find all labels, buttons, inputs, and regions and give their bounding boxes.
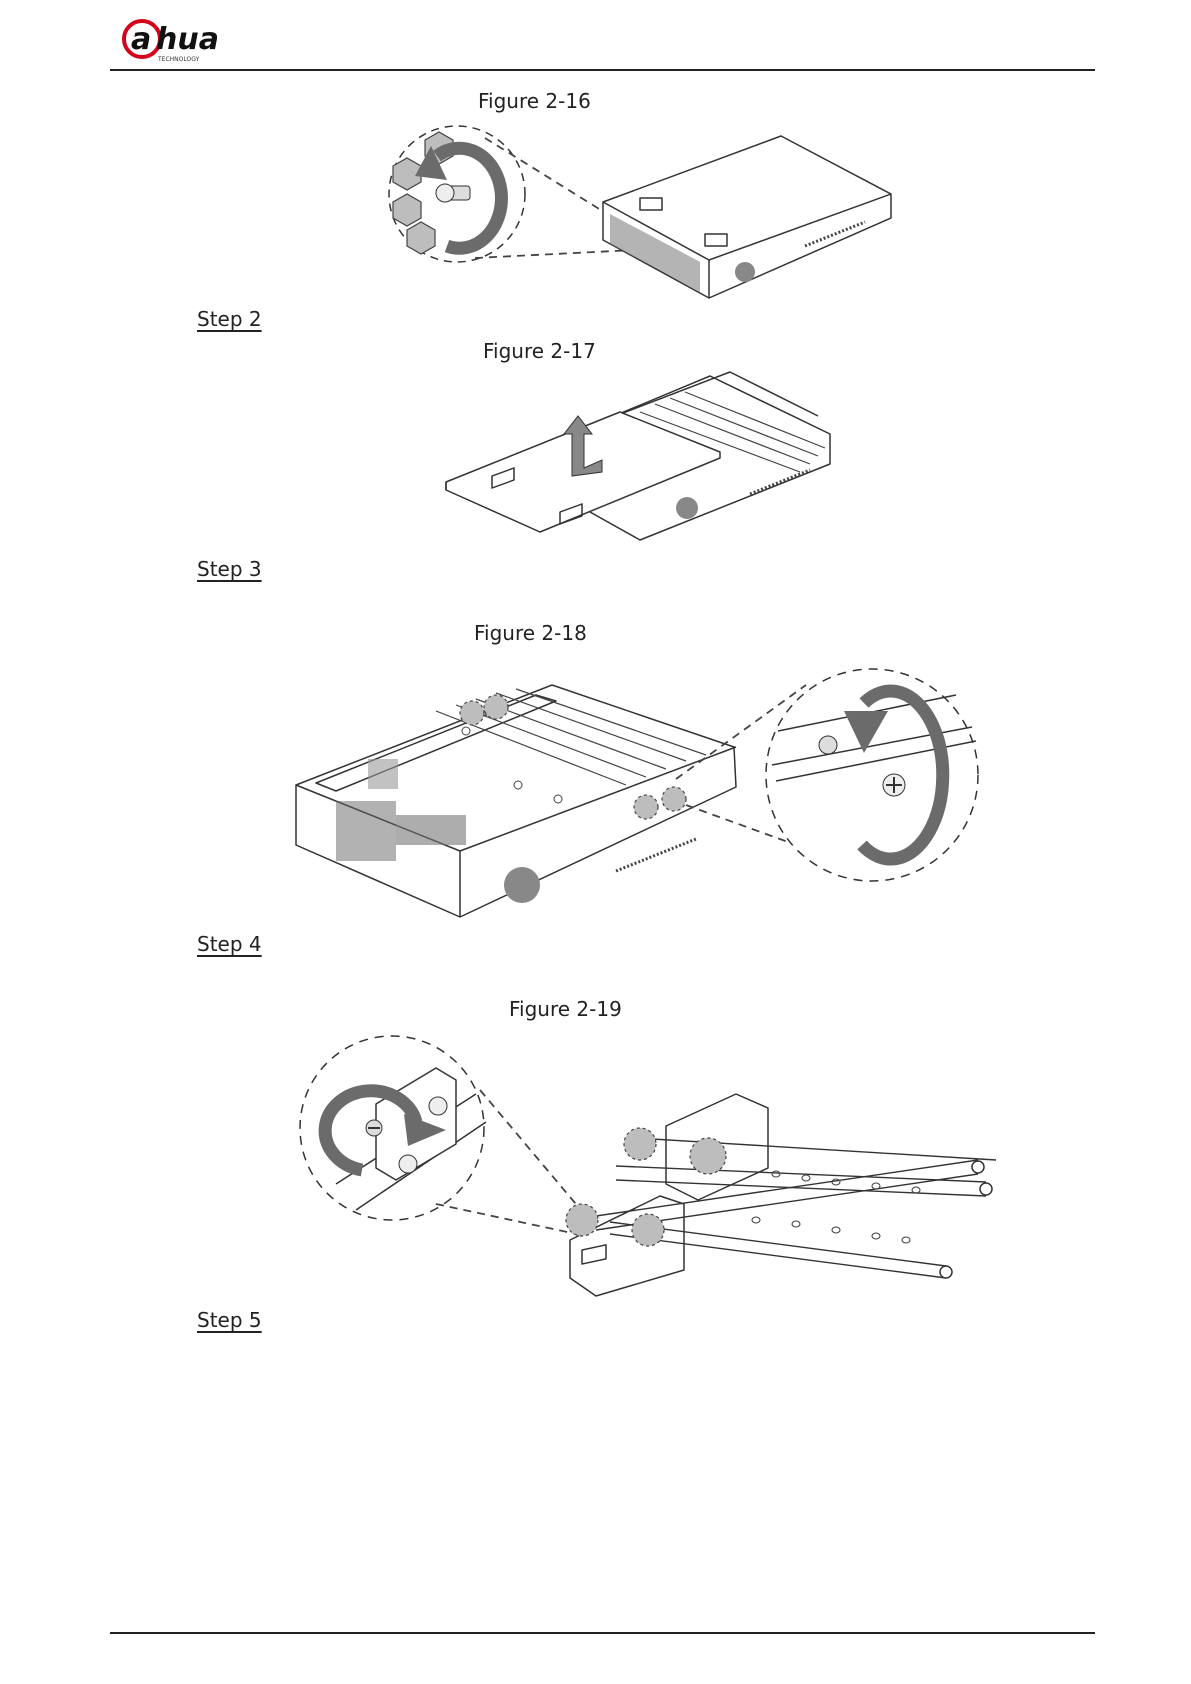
figure-2-17-illustration — [440, 372, 840, 547]
figure-2-18-illustration — [296, 655, 986, 925]
figure-2-16-illustration — [385, 118, 905, 303]
svg-text:a: a — [131, 22, 151, 57]
figure-caption: Figure 2-16 — [478, 89, 591, 113]
figure-caption: Figure 2-19 — [509, 997, 622, 1021]
figure-caption: Figure 2-17 — [483, 339, 596, 363]
figure-2-19-illustration — [296, 1034, 986, 1294]
step-label: Step 3 — [197, 557, 262, 581]
logo-wordmark: hua — [156, 22, 219, 57]
logo-subtext: TECHNOLOGY — [157, 56, 200, 63]
figure-caption: Figure 2-18 — [474, 621, 587, 645]
step-label: Step 2 — [197, 307, 262, 331]
step-label: Step 4 — [197, 932, 262, 956]
footer-rule — [110, 1632, 1095, 1634]
header-rule — [110, 69, 1095, 71]
step-label: Step 5 — [197, 1308, 262, 1332]
dahua-logo: a hua TECHNOLOGY — [120, 14, 260, 64]
